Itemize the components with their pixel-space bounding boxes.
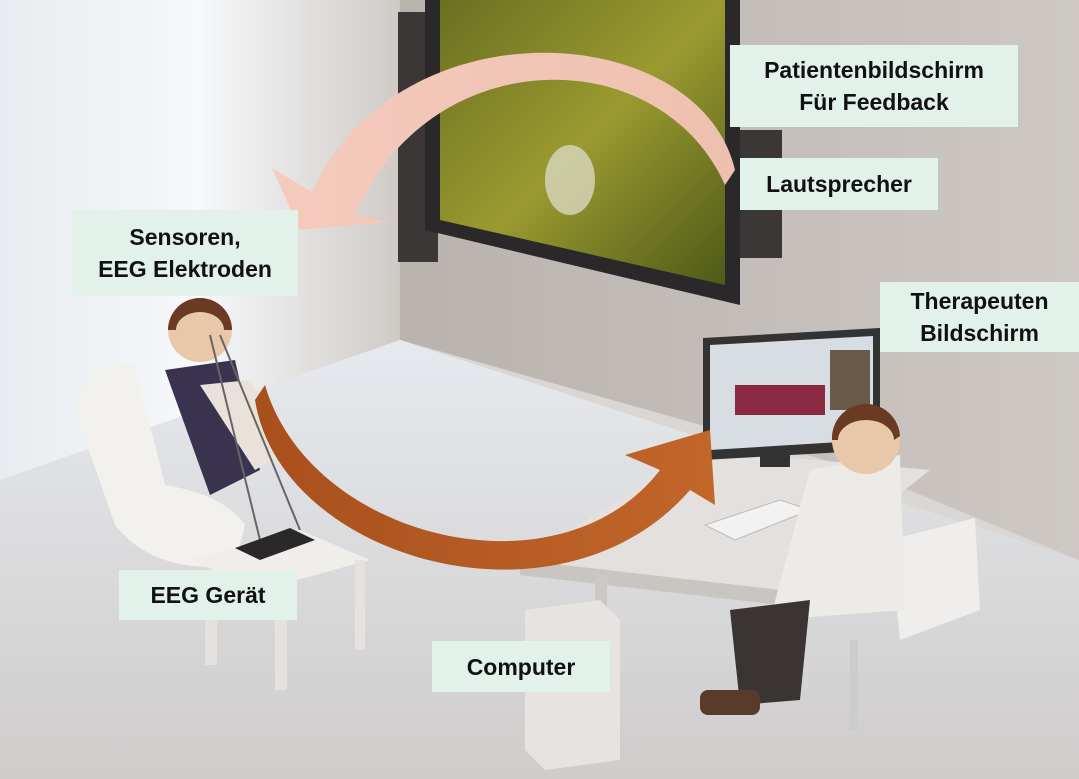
therapist-hair — [831, 403, 900, 440]
therapist-legs — [730, 600, 810, 705]
desk-front — [520, 560, 780, 605]
eeg-device — [235, 528, 315, 560]
label-eeg-device: EEG Gerät — [119, 570, 297, 620]
thumbnail-grid — [830, 350, 870, 410]
label-speaker: Lautsprecher — [740, 158, 938, 210]
label-speaker-text: Lautsprecher — [766, 171, 912, 197]
label-patient-screen-line1: Patientenbildschirm — [764, 57, 984, 83]
label-computer-text: Computer — [466, 653, 576, 680]
game-character — [545, 145, 595, 215]
therapist-chair — [890, 518, 980, 640]
table-leg — [355, 560, 365, 650]
monitor-stand — [760, 455, 790, 467]
signal-arrow — [255, 385, 715, 570]
patient-chair — [75, 364, 245, 567]
feedback-arrow — [272, 52, 735, 230]
label-therapist-screen: Therapeuten Bildschirm — [880, 282, 1079, 352]
label-therapist-screen-line2: Bildschirm — [920, 320, 1039, 346]
therapist-body — [770, 455, 905, 620]
label-sensors: Sensoren, EEG Elektroden — [72, 210, 298, 296]
label-sensors-line1: Sensoren, — [129, 224, 241, 250]
label-therapist-screen-line1: Therapeuten — [910, 288, 1049, 314]
eeg-heatmap — [735, 385, 825, 415]
label-eeg-device-text: EEG Gerät — [150, 582, 266, 608]
patient-arm — [200, 380, 290, 470]
electrode-cable — [209, 334, 261, 541]
label-patient-screen: Patientenbildschirm Für Feedback — [730, 45, 1018, 127]
chair-post — [850, 640, 858, 730]
label-patient-screen-line2: Für Feedback — [799, 89, 949, 115]
patient-hair — [168, 298, 232, 330]
therapist-shoes — [700, 690, 760, 715]
electrode-cable — [219, 334, 301, 531]
label-sensors-line2: EEG Elektroden — [98, 256, 272, 282]
label-computer: Computer — [432, 641, 610, 692]
